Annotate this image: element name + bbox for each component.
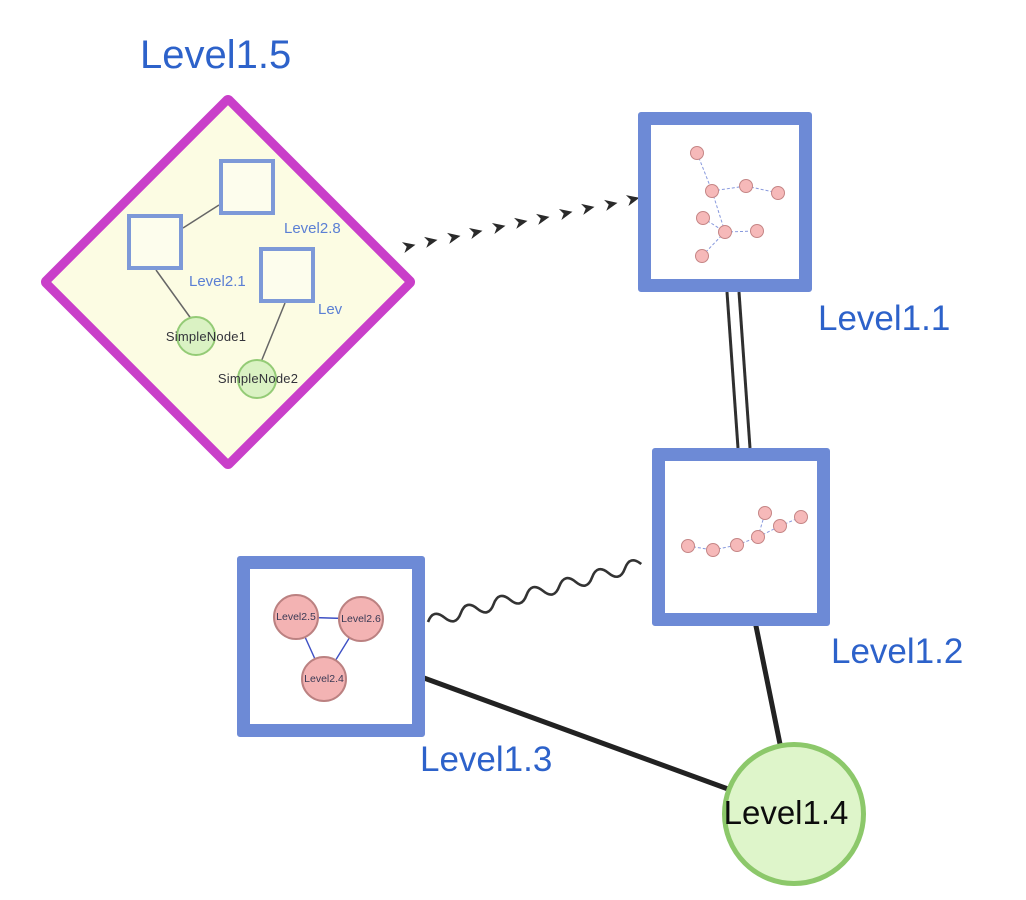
- edge-level1-2-to-level1-4[interactable]: [753, 623, 783, 747]
- sub-node[interactable]: [718, 225, 732, 239]
- sub-node[interactable]: [681, 539, 695, 553]
- label-level1-2: Level1.2: [831, 632, 964, 671]
- node-level1-2[interactable]: [652, 448, 830, 626]
- label-level2-4: Level2.4: [304, 673, 344, 685]
- level1-2-subgraph: [681, 506, 808, 557]
- node-level1-4[interactable]: [722, 742, 866, 886]
- sub-node[interactable]: [730, 538, 744, 552]
- sub-node[interactable]: [695, 249, 709, 263]
- label-simplenode1: SimpleNode1: [165, 329, 247, 344]
- sub-node[interactable]: [771, 186, 785, 200]
- node-simplenode1[interactable]: [176, 316, 216, 356]
- sub-node[interactable]: [696, 211, 710, 225]
- label-level2-1: Level2.1: [189, 273, 246, 290]
- sub-node[interactable]: [751, 530, 765, 544]
- node-simplenode2[interactable]: [237, 359, 277, 399]
- sub-node[interactable]: [750, 224, 764, 238]
- edge-level1-3-to-level1-2[interactable]: [426, 558, 643, 628]
- sub-node[interactable]: [758, 506, 772, 520]
- label-level2-6: Level2.6: [341, 613, 381, 625]
- node-level2-6[interactable]: Level2.6: [338, 596, 384, 642]
- node-level2-4[interactable]: Level2.4: [301, 656, 347, 702]
- sub-edge[interactable]: [736, 536, 759, 546]
- node-level2-5[interactable]: Level2.5: [273, 594, 319, 640]
- sub-node[interactable]: [794, 510, 808, 524]
- edge-level1-1-to-level1-2[interactable]: [725, 291, 752, 449]
- sub-node[interactable]: [705, 184, 719, 198]
- node-lev[interactable]: [259, 247, 315, 303]
- sub-node[interactable]: [773, 519, 787, 533]
- label-level1-4: Level1.4: [723, 794, 849, 831]
- node-level2-1[interactable]: [127, 214, 183, 270]
- label-level1-5: Level1.5: [140, 33, 292, 77]
- label-lev: Lev: [318, 301, 343, 318]
- sub-node[interactable]: [706, 543, 720, 557]
- sub-edge[interactable]: [711, 190, 726, 233]
- label-level1-3: Level1.3: [420, 740, 553, 779]
- level1-1-subgraph: [690, 146, 785, 263]
- label-level2-5: Level2.5: [276, 611, 316, 623]
- node-level1-1[interactable]: [638, 112, 812, 292]
- label-level2-8: Level2.8: [284, 220, 341, 237]
- label-simplenode2: SimpleNode2: [217, 371, 299, 386]
- sub-edge[interactable]: [779, 516, 802, 527]
- sub-node[interactable]: [690, 146, 704, 160]
- edge-level1-5-to-level1-1[interactable]: [401, 195, 640, 254]
- node-level2-8[interactable]: [219, 159, 275, 215]
- sub-node[interactable]: [739, 179, 753, 193]
- label-level1-1: Level1.1: [818, 299, 951, 338]
- node-level1-3[interactable]: Level2.5 Level2.6 Level2.4: [237, 556, 425, 737]
